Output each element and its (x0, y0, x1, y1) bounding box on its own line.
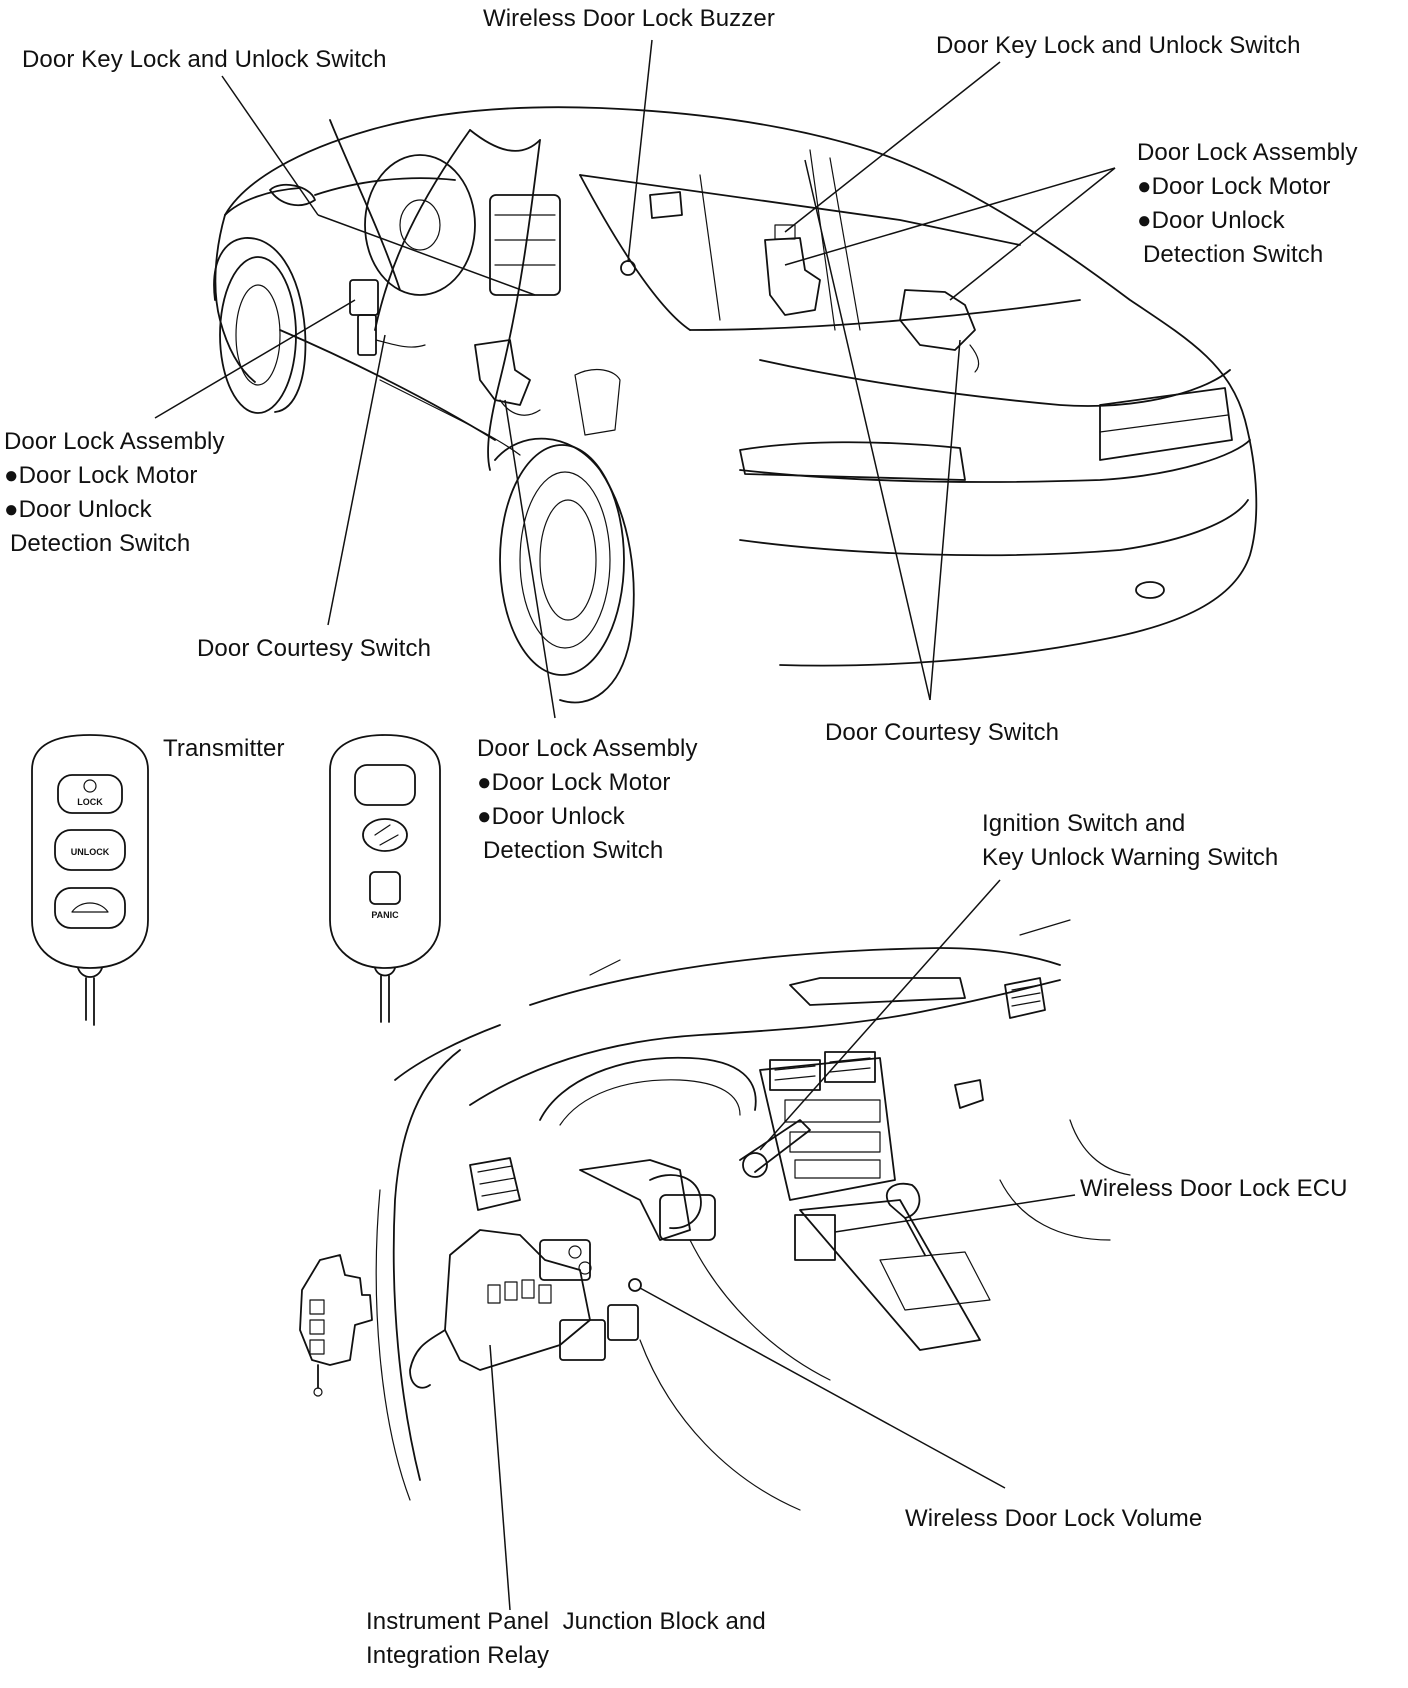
door-lock-assembly-right-item1: ●Door Lock Motor (1137, 173, 1331, 201)
door-key-switch-right-label: Door Key Lock and Unlock Switch (936, 32, 1301, 59)
door-lock-assembly-center-item1: ●Door Lock Motor (477, 769, 671, 797)
door-courtesy-switch-right-label: Door Courtesy Switch (825, 719, 1060, 746)
door-lock-assembly-left-label: Door Lock Assembly ●Door Lock Motor ●Doo… (4, 425, 225, 561)
transmitter-key-2: PANIC (329, 734, 441, 1023)
wireless-volume-icon (628, 1278, 642, 1292)
door-lock-assembly-center-item3: Detection Switch (483, 837, 664, 865)
door-lock-assembly-right-label: Door Lock Assembly ●Door Lock Motor ●Doo… (1137, 136, 1358, 272)
door-lock-assembly-center-title: Door Lock Assembly (477, 735, 698, 762)
door-lock-assembly-center-item2: ●Door Unlock (477, 803, 625, 831)
door-key-switch-left-label: Door Key Lock and Unlock Switch (22, 46, 387, 73)
door-lock-assembly-front-icon (349, 279, 426, 356)
integration-relay-icon (299, 1254, 373, 1397)
wireless-buzzer-icon (620, 260, 636, 276)
svg-text:UNLOCK: UNLOCK (71, 847, 110, 857)
door-lock-assembly-rear-left-icon (474, 339, 541, 416)
door-lock-assembly-right-item3: Detection Switch (1143, 241, 1324, 269)
wireless-volume-label: Wireless Door Lock Volume (905, 1505, 1203, 1532)
transmitter-key-1: LOCK UNLOCK (31, 734, 149, 1026)
door-lock-assembly-left-item1: ●Door Lock Motor (4, 462, 198, 490)
leader-lines (154, 39, 1116, 1611)
door-lock-assembly-right-title: Door Lock Assembly (1137, 139, 1358, 166)
door-courtesy-switch-left-label: Door Courtesy Switch (197, 635, 432, 662)
ignition-switch-line1: Ignition Switch and (982, 810, 1186, 837)
transmitter-label: Transmitter (163, 735, 285, 762)
door-lock-assembly-left-item3: Detection Switch (10, 530, 191, 558)
junction-block-line1: Instrument Panel Junction Block and (366, 1608, 766, 1635)
wireless-ecu-icon (794, 1214, 836, 1261)
svg-text:PANIC: PANIC (371, 910, 399, 920)
ignition-switch-line2: Key Unlock Warning Switch (982, 844, 1279, 872)
door-lock-assembly-trunk-icon (899, 289, 980, 373)
junction-block-icon (409, 1229, 592, 1389)
junction-block-line2: Integration Relay (366, 1642, 550, 1670)
door-lock-assembly-rear-right-icon (764, 224, 821, 316)
door-lock-assembly-center-label: Door Lock Assembly ●Door Lock Motor ●Doo… (477, 732, 698, 868)
junction-block-label: Instrument Panel Junction Block and Inte… (366, 1605, 766, 1673)
wireless-buzzer-label: Wireless Door Lock Buzzer (483, 5, 775, 32)
door-lock-assembly-left-item2: ●Door Unlock (4, 496, 152, 524)
svg-text:LOCK: LOCK (77, 797, 103, 807)
door-lock-assembly-right-item2: ●Door Unlock (1137, 207, 1285, 235)
ignition-switch-label: Ignition Switch and Key Unlock Warning S… (982, 807, 1278, 875)
door-lock-assembly-left-title: Door Lock Assembly (4, 428, 225, 455)
car-illustration (213, 106, 1258, 704)
wireless-ecu-label: Wireless Door Lock ECU (1080, 1175, 1348, 1202)
dashboard-illustration (299, 919, 1131, 1511)
